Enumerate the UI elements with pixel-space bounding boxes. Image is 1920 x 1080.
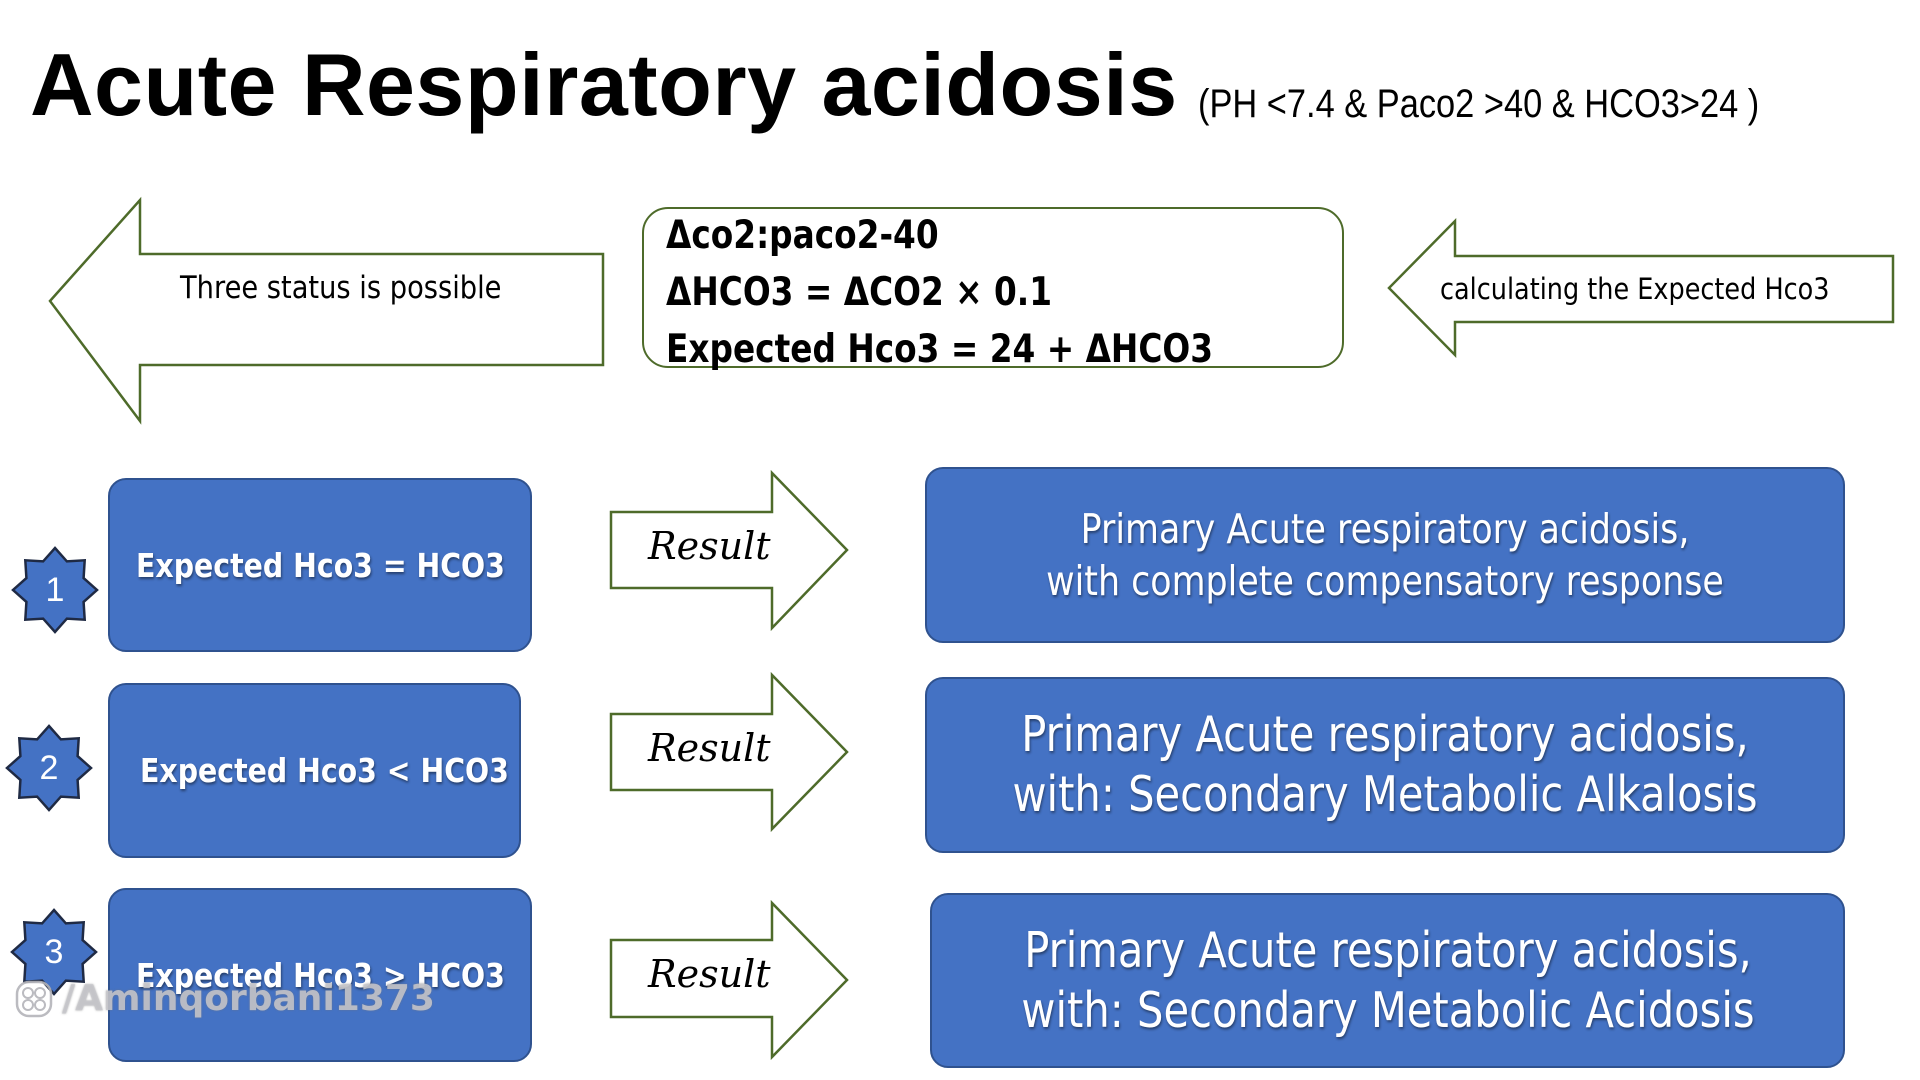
formula-delta-hco3: ΔHCO3 = ΔCO2 × 0.1 (666, 270, 1053, 315)
left-arrow-label: Three status is possible (180, 270, 502, 306)
star-badge-2 (5, 724, 93, 812)
formula-box: Δco2:paco2-40 ΔHCO3 = ΔCO2 × 0.1 Expecte… (642, 207, 1344, 372)
watermark-text: /Aminqorbani1373 (62, 978, 435, 1019)
result-arrow-label-3: Result (648, 952, 771, 996)
watermark: /Aminqorbani1373 (14, 978, 435, 1019)
right-arrow-label: calculating the Expected Hco3 (1440, 272, 1830, 306)
star-badge-3 (10, 908, 98, 996)
result-text: Primary Acute respiratory acidosis, with… (1012, 706, 1758, 823)
case-number-2: 2 (39, 749, 59, 787)
social-logo-icon (15, 980, 53, 1017)
result-box-1: Primary Acute respiratory acidosis, with… (925, 467, 1845, 643)
case-number-3: 3 (44, 933, 64, 971)
result-arrow-label-2: Result (648, 726, 771, 770)
result-arrow-2 (609, 671, 849, 833)
result-arrow-1 (609, 469, 849, 632)
result-text: Primary Acute respiratory acidosis, with… (1020, 921, 1755, 1039)
result-arrow-label-1: Result (648, 524, 771, 568)
left-block-arrow (48, 196, 605, 425)
right-block-arrow (1387, 217, 1895, 359)
case-number-1: 1 (45, 571, 65, 609)
result-text: Primary Acute respiratory acidosis, with… (1046, 505, 1724, 605)
result-arrow-3 (609, 899, 849, 1061)
condition-box-1: Expected Hco3 = HCO3 (108, 478, 532, 652)
slide-title: Acute Respiratory acidosis (30, 35, 1178, 134)
condition-box-3: Expected Hco3 > HCO3 (108, 888, 532, 1062)
result-box-3: Primary Acute respiratory acidosis, with… (930, 893, 1845, 1068)
condition-text: Expected Hco3 < HCO3 (140, 751, 509, 790)
result-box-2: Primary Acute respiratory acidosis, with… (925, 677, 1845, 853)
condition-text: Expected Hco3 = HCO3 (135, 545, 505, 585)
slide-subtitle-criteria: (PH <7.4 & Paco2 >40 & HCO3>24 ) (1198, 82, 1760, 126)
condition-text: Expected Hco3 > HCO3 (135, 955, 505, 995)
formula-delta-co2: Δco2:paco2-40 (666, 213, 939, 258)
star-badge-1 (11, 546, 99, 634)
formula-expected-hco3: Expected Hco3 = 24 + ΔHCO3 (666, 327, 1214, 372)
condition-box-2: Expected Hco3 < HCO3 (108, 683, 521, 858)
